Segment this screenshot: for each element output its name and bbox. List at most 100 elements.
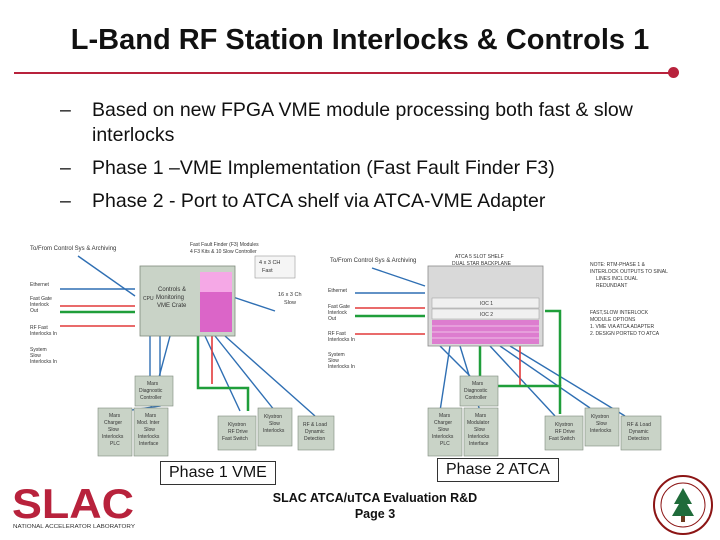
svg-text:FAST,SLOW INTERLOCK: FAST,SLOW INTERLOCK [590,310,649,316]
phase2-fast-links [355,307,521,386]
svg-text:RF & Load: RF & Load [303,422,327,428]
svg-text:Interlocks: Interlocks [432,434,454,440]
svg-text:REDUNDANT: REDUNDANT [596,283,627,289]
svg-text:Mars: Mars [475,413,487,419]
footer: SLAC ATCA/uTCA Evaluation R&D Page 3 [230,490,520,522]
phase1-rf-fast-2: Interlocks In [30,331,57,337]
svg-text:Interface: Interface [139,441,159,447]
phase1-fast-links [60,305,213,384]
bullet-text: Based on new FPGA VME module processing … [92,99,633,146]
phase1-device-box: Klystron Slow Interlocks [257,407,293,447]
bullet-text: Phase 1 –VME Implementation (Fast Fault … [92,157,555,179]
phase1-modules-note-1: Fast Fault Finder (F3) Modules [190,242,259,248]
phase2-rf-fast-2: Interlocks In [328,337,355,343]
svg-text:Interlocks: Interlocks [590,428,612,434]
phase1-crate-label-3: VME Crate [157,303,187,309]
phase2-rf-fast-1: RF Fast [328,331,346,337]
phase1-tofrom-control-1: To/From Control Sys & Archiving [30,246,116,252]
phase1-device-box: Mars Mod. Inter Slow Interlocks Interfac… [133,407,169,457]
bullet-list: –Based on new FPGA VME module processing… [56,98,706,222]
phase2-system-slow-2: Slow [328,358,339,364]
phase1-fast-label-2: Fast [262,268,273,274]
svg-text:Slow: Slow [438,427,449,433]
svg-text:Klystron: Klystron [591,414,609,420]
svg-text:Interlocks: Interlocks [138,434,160,440]
svg-text:Detection: Detection [304,436,325,442]
phase2-diagram: To/From Control Sys & Archiving ATCA 5 S… [328,254,668,457]
phase1-crate-label-2: Monitoring [156,295,184,301]
page-number: Page 3 [354,507,396,521]
svg-text:Slow: Slow [596,421,607,427]
svg-text:PLC: PLC [440,441,450,447]
svg-text:Klystron: Klystron [555,422,573,428]
phase1-diag-3: Controller [140,395,162,401]
phase1-crate-label-1: Controls & [158,287,186,293]
svg-text:Slow: Slow [269,421,280,427]
phase2-ioc-1 [431,297,540,309]
phase1-device-box: Mars Charger Slow Interlocks PLC [97,407,133,457]
phase2-tofrom-control: To/From Control Sys & Archiving [330,258,416,264]
svg-text:RF & Load: RF & Load [627,422,651,428]
bullet-item: –Based on new FPGA VME module processing… [56,98,706,148]
svg-text:Slow: Slow [144,427,155,433]
svg-text:Detection: Detection [628,436,649,442]
phase2-fast-gate-2: Interlock [328,310,347,316]
phase1-fast-label-1: 4 x 3 CH [259,260,280,266]
svg-text:Charger: Charger [434,420,452,426]
phase2-device-box: RF & Load Dynamic Detection [620,415,662,451]
phase1-device-box: RF & Load Dynamic Detection [297,415,335,451]
svg-text:Mars: Mars [145,413,157,419]
slac-logo-subtitle: NATIONAL ACCELERATOR LABORATORY [13,524,135,530]
svg-text:Interlocks: Interlocks [263,428,285,434]
svg-text:Mod. Inter: Mod. Inter [137,420,160,426]
svg-text:Mars: Mars [109,413,121,419]
svg-text:Klystron: Klystron [264,414,282,420]
svg-text:INTERLOCK OUTPUTS TO SINAL: INTERLOCK OUTPUTS TO SINAL [590,269,668,275]
phase2-ioc-2 [431,308,540,320]
phase1-system-slow-3: Interlocks In [30,359,57,365]
phase1-caption: Phase 1 VME [160,461,276,485]
phase1-diag-1: Mars [147,381,159,387]
phase2-device-box: Mars Modulator Slow Interlocks Interface [463,407,499,457]
phase2-shelf-1: ATCA 5 SLOT SHELF [455,254,504,260]
svg-text:Fast Switch: Fast Switch [549,436,575,442]
stanford-seal-icon [653,475,713,535]
svg-text:2. DESIGN PORTED TO ATCA: 2. DESIGN PORTED TO ATCA [590,331,660,337]
svg-text:PLC: PLC [110,441,120,447]
phase2-device-box: Klystron RF Drive Fast Switch [544,415,584,451]
svg-text:Modulator: Modulator [467,420,490,426]
phase1-modules-note-2: 4 F3 Kits & 10 Slow Controller [190,249,257,255]
svg-text:IOC 1: IOC 1 [480,301,493,307]
svg-text:Dynamic: Dynamic [629,429,649,435]
phase1-system-slow-1: System [30,347,47,353]
svg-text:MODULE OPTIONS: MODULE OPTIONS [590,317,636,323]
phase2-shelf-2: DUAL STAR BACKPLANE [452,261,512,267]
phase1-fast-gate-1: Fast Gate [30,296,52,302]
phase1-ethernet-label: Ethernet [30,282,50,288]
svg-text:IOC 2: IOC 2 [480,312,493,318]
svg-text:Dynamic: Dynamic [305,429,325,435]
phase1-slow-label-1: 16 x 3 Ch [278,292,302,298]
svg-text:Interlocks: Interlocks [102,434,124,440]
phase1-fast-gate-2: Interlock [30,302,49,308]
slac-logo-text: SLAC [12,482,134,527]
phase1-system-slow-2: Slow [30,353,41,359]
phase1-rf-fast-1: RF Fast [30,325,48,331]
phase1-diagram: To/From Control Sys & Archiving Fast Fau… [30,242,335,457]
bullet-item: –Phase 1 –VME Implementation (Fast Fault… [56,156,706,181]
phase1-slow-label-2: Slow [284,300,296,306]
svg-text:Interlocks: Interlocks [468,434,490,440]
svg-text:Mars: Mars [439,413,451,419]
svg-text:Interface: Interface [469,441,489,447]
slide-title: L-Band RF Station Interlocks & Controls … [70,24,650,56]
svg-text:Charger: Charger [104,420,122,426]
phase2-device-box: Klystron Slow Interlocks [584,407,620,447]
bullet-marker: – [60,99,71,121]
svg-text:LINES INCL DUAL: LINES INCL DUAL [596,276,638,282]
svg-text:RF Drive: RF Drive [555,429,575,435]
title-divider [14,72,676,74]
svg-text:RF Drive: RF Drive [228,429,248,435]
interlock-architecture-diagram: To/From Control Sys & Archiving Fast Fau… [30,242,668,457]
phase2-ethernet-label: Ethernet [328,288,348,294]
svg-text:Controller: Controller [465,395,487,401]
